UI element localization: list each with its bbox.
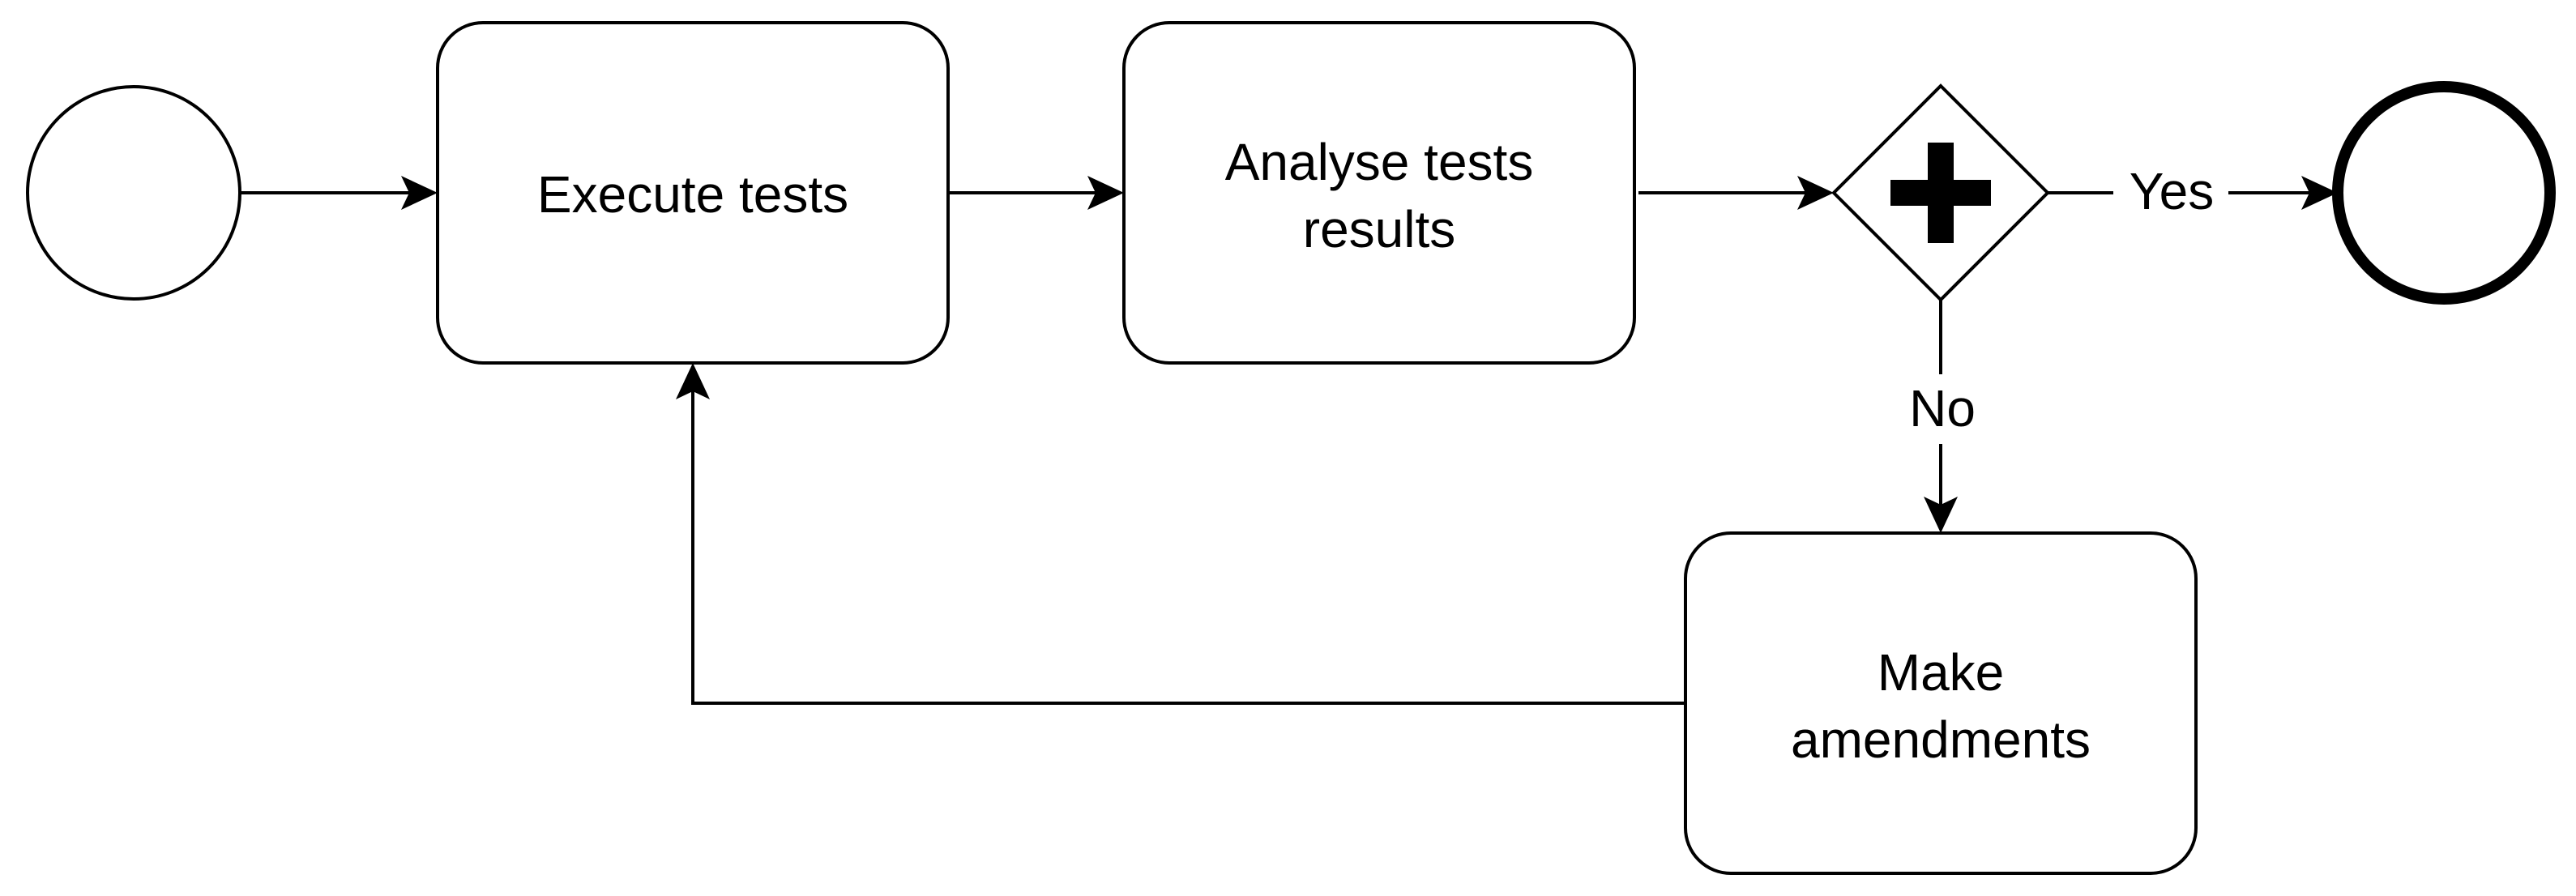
gateway-plus-icon — [1890, 143, 1991, 243]
task-execute-tests-label: Execute tests — [537, 165, 848, 224]
flow-start-to-execute[interactable] — [241, 176, 438, 210]
flow-gateway-to-amend-no[interactable]: No — [1909, 300, 1976, 533]
flow-label-yes: Yes — [2130, 162, 2214, 220]
task-analyse-results-label-line-1: Analyse tests — [1225, 133, 1534, 191]
task-make-amendments-box[interactable] — [1684, 531, 2198, 875]
flow-amend-to-execute[interactable] — [676, 363, 1685, 705]
task-make-amendments-label-line-2: amendments — [1791, 710, 2091, 769]
start-event-icon[interactable] — [26, 85, 241, 301]
task-analyse-results-box[interactable] — [1122, 21, 1636, 365]
flow-label-no: No — [1909, 379, 1976, 437]
task-analyse-results-label-line-2: results — [1303, 200, 1456, 258]
arrowhead — [1797, 176, 1834, 210]
flow-execute-to-analyse[interactable] — [948, 176, 1124, 210]
arrowhead — [676, 363, 710, 399]
flow-analyse-to-gateway[interactable] — [1638, 176, 1834, 210]
flow-gateway-to-end-yes[interactable]: Yes — [2048, 162, 2338, 220]
task-analyse-results[interactable]: Analyse tests results — [1122, 21, 1636, 365]
end-event-icon[interactable] — [2332, 81, 2556, 305]
arrowhead — [401, 176, 438, 210]
arrowhead — [2301, 176, 2338, 210]
task-make-amendments[interactable]: Make amendments — [1684, 531, 2198, 875]
task-execute-tests[interactable]: Execute tests — [436, 21, 950, 365]
arrowhead — [1924, 497, 1958, 533]
arrowhead — [1087, 176, 1124, 210]
task-make-amendments-label-line-1: Make — [1878, 643, 2005, 702]
